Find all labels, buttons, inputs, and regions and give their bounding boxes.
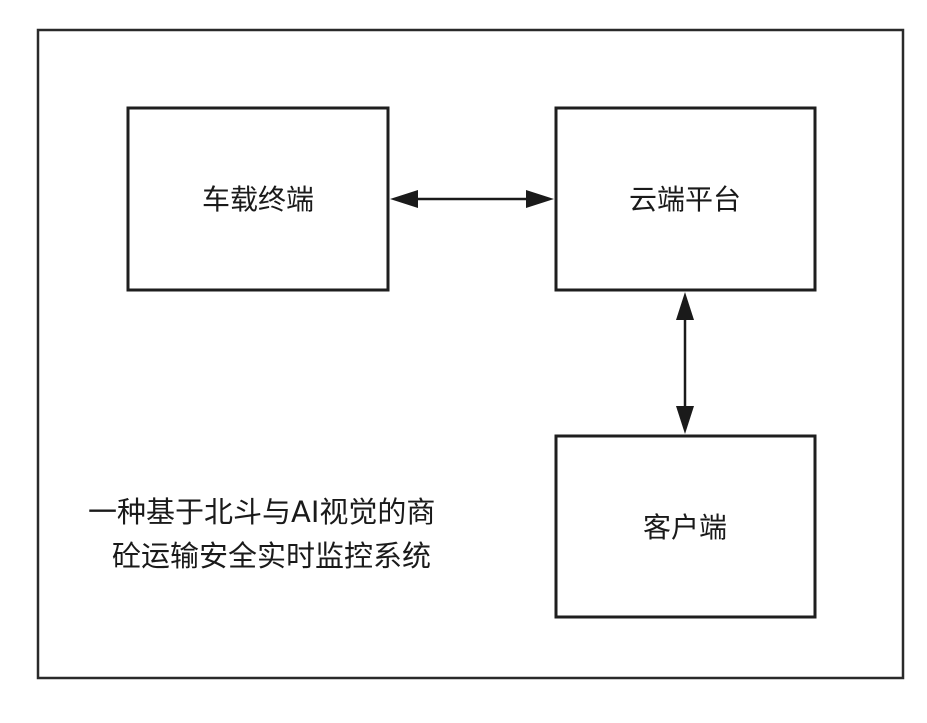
system-title-line-1: 一种基于北斗与AI视觉的商 — [88, 495, 435, 529]
system-title-line-2: 砼运输安全实时监控系统 — [112, 539, 431, 573]
system-title: 一种基于北斗与AI视觉的商 砼运输安全实时监控系统 — [88, 495, 435, 573]
arrowhead-left-icon — [390, 190, 418, 208]
connector-terminal-cloud — [390, 190, 554, 208]
arrowhead-right-icon — [526, 190, 554, 208]
vehicle-terminal-label: 车载终端 — [202, 183, 314, 216]
cloud-platform-label: 云端平台 — [629, 183, 741, 216]
node-cloud-platform: 云端平台 — [556, 108, 815, 290]
node-client: 客户端 — [556, 436, 815, 617]
arrowhead-down-icon — [676, 406, 694, 434]
node-vehicle-terminal: 车载终端 — [128, 108, 388, 290]
client-label: 客户端 — [643, 511, 727, 544]
arrowhead-up-icon — [676, 292, 694, 320]
connector-cloud-client — [676, 292, 694, 434]
